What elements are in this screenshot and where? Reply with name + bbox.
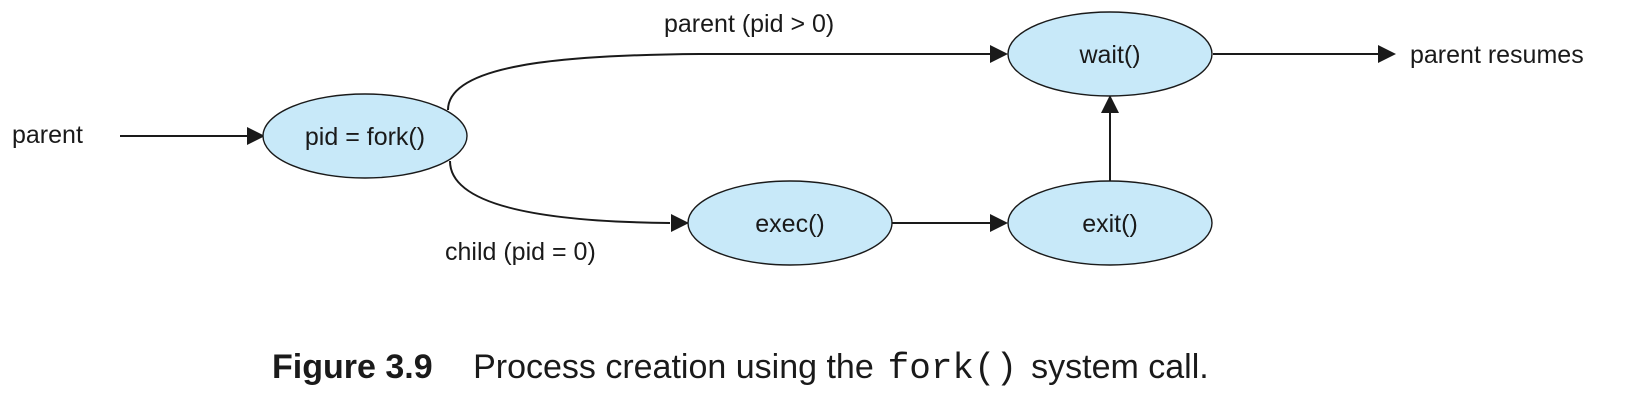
label-parent-resumes: parent resumes xyxy=(1410,41,1584,69)
arrowhead-wait xyxy=(990,45,1008,63)
label-child-branch: child (pid = 0) xyxy=(445,238,596,266)
label-parent-input: parent xyxy=(12,121,83,149)
arrowhead-wait-up xyxy=(1101,95,1119,113)
node-exit-label: exit() xyxy=(1082,210,1138,238)
arrowhead-resumes xyxy=(1378,45,1396,63)
node-wait-shape xyxy=(1007,11,1213,97)
arrowhead-exec xyxy=(671,214,689,232)
node-fork-label: pid = fork() xyxy=(305,123,425,151)
edge-fork-to-exec xyxy=(449,160,671,224)
caption-number: Figure 3.9 xyxy=(272,348,433,386)
node-exec: exec() xyxy=(687,180,893,266)
caption-text-before: Process creation using the xyxy=(473,348,883,386)
caption-code: fork() xyxy=(888,348,1018,389)
edges xyxy=(120,45,1396,232)
node-exit-shape xyxy=(1007,180,1213,266)
node-wait-label: wait() xyxy=(1078,41,1140,69)
node-fork-shape xyxy=(262,93,468,179)
arrowhead-fork xyxy=(247,127,265,145)
arrowhead-exit xyxy=(990,214,1008,232)
node-exit: exit() xyxy=(1007,180,1213,266)
node-exec-shape xyxy=(687,180,893,266)
caption-text-after: system call. xyxy=(1022,348,1209,386)
edge-fork-to-wait xyxy=(447,53,990,111)
node-fork: pid = fork() xyxy=(262,93,468,179)
figure-caption: Figure 3.9 Process creation using the fo… xyxy=(272,348,1209,389)
node-exec-label: exec() xyxy=(755,210,824,238)
node-wait: wait() xyxy=(1007,11,1213,97)
label-parent-branch: parent (pid > 0) xyxy=(664,10,834,38)
